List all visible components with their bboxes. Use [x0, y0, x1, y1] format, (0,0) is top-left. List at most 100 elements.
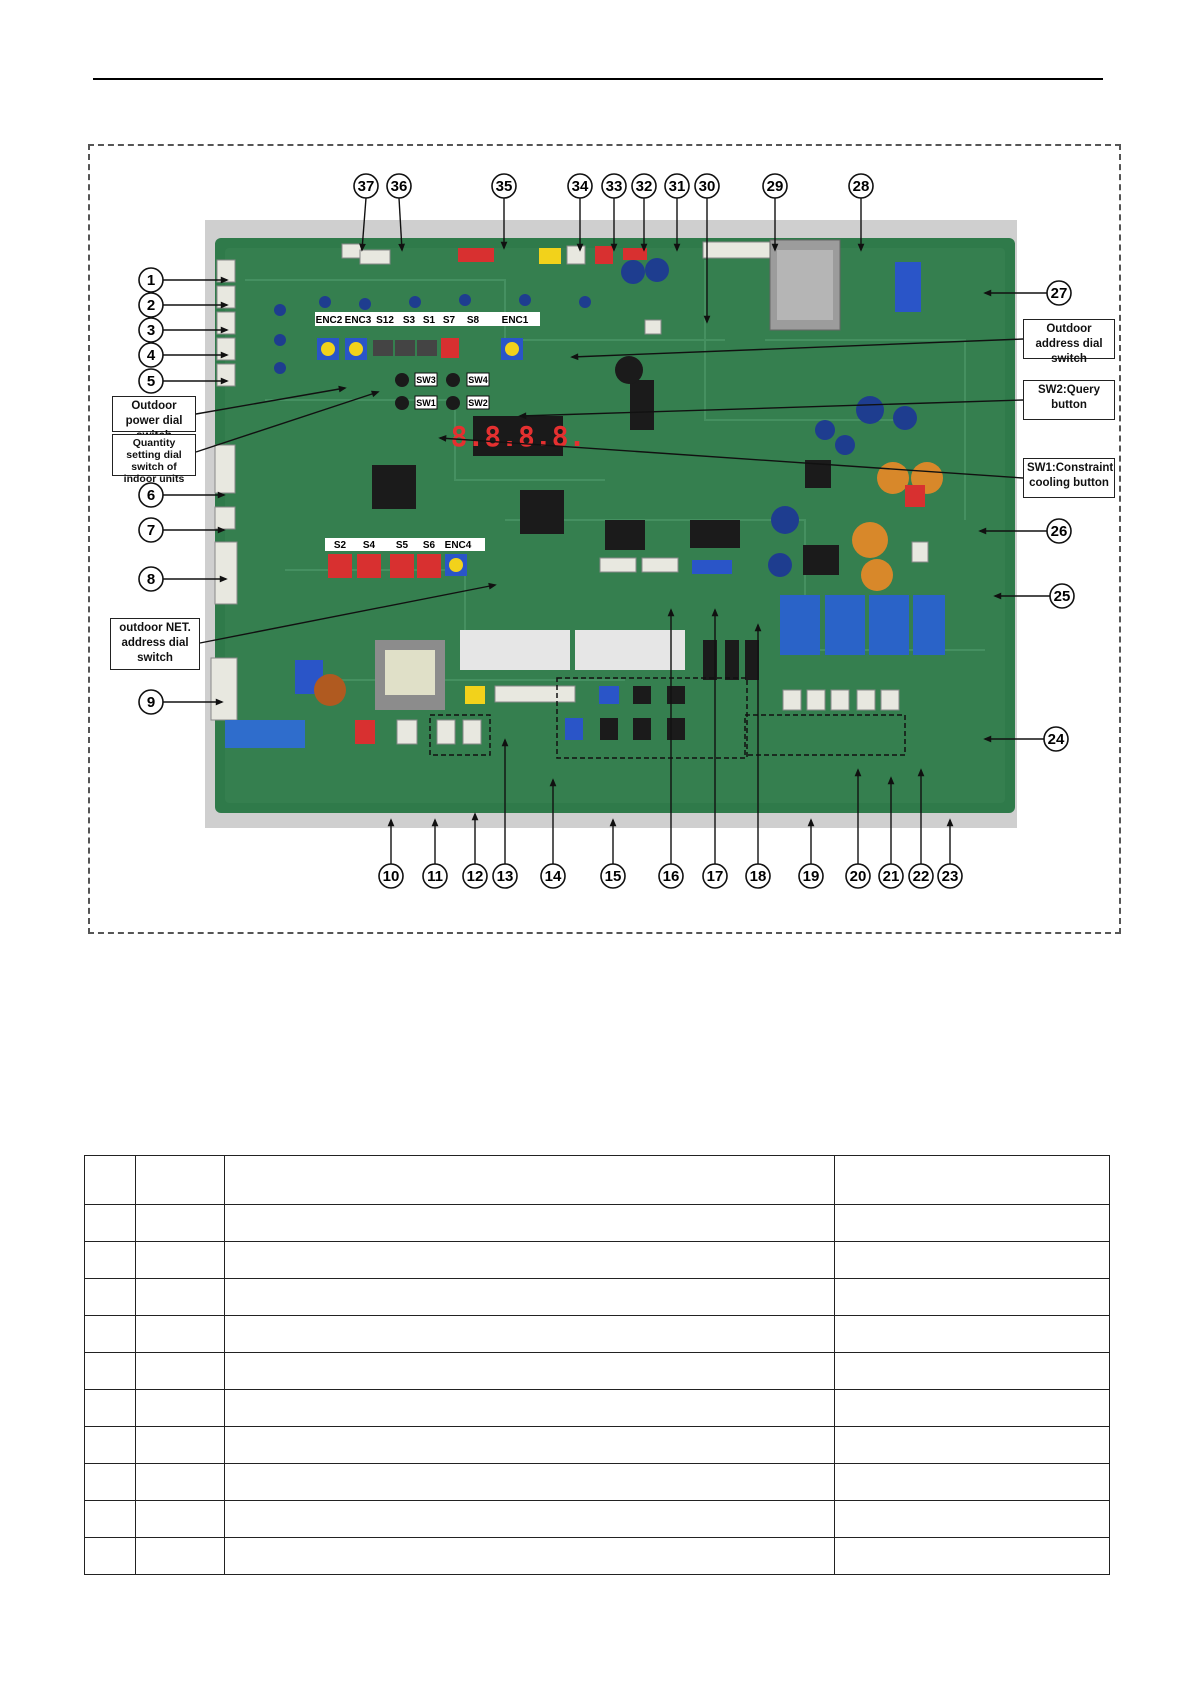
label-s5: S5: [396, 540, 409, 551]
callout-right-25: 25: [1049, 583, 1075, 609]
label-sw3: SW3: [416, 375, 436, 385]
svg-text:26: 26: [1051, 523, 1068, 540]
svg-text:18: 18: [750, 868, 767, 885]
svg-text:21: 21: [883, 868, 900, 885]
callout-bottom-22: 22: [908, 863, 934, 889]
callout-bottom-14: 14: [540, 863, 566, 889]
callout-right-27: 27: [1046, 280, 1072, 306]
label-enc2: ENC2: [316, 315, 343, 326]
table-cell: [834, 1241, 1110, 1279]
table-row: [84, 1278, 1110, 1316]
callout-bottom-21: 21: [878, 863, 904, 889]
svg-text:30: 30: [699, 178, 716, 195]
table-cell: [134, 1352, 226, 1390]
callout-top-31: 31: [664, 173, 690, 199]
callout-left-5: 5: [138, 368, 164, 394]
annotation-outdoor-address: Outdoor address dial switch: [1023, 319, 1115, 365]
annotation-quantity-setting: Quantity setting dial switch of indoor u…: [112, 434, 196, 485]
callout-bottom-15: 15: [600, 863, 626, 889]
svg-text:3: 3: [147, 322, 155, 339]
table-cell: [224, 1389, 836, 1427]
table-cell: [834, 1352, 1110, 1390]
callout-bottom-18: 18: [745, 863, 771, 889]
callout-top-37: 37: [353, 173, 379, 199]
svg-text:29: 29: [767, 178, 784, 195]
table-cell: [224, 1537, 836, 1575]
svg-text:11: 11: [427, 868, 443, 885]
table-cell: [224, 1426, 836, 1464]
label-sw2: SW2: [468, 398, 488, 408]
label-s6: S6: [423, 540, 436, 551]
table-cell: [224, 1352, 836, 1390]
table-cell: [834, 1463, 1110, 1501]
callout-bottom-23: 23: [937, 863, 963, 889]
svg-text:1: 1: [147, 272, 155, 289]
svg-text:28: 28: [853, 178, 870, 195]
callout-bottom-20: 20: [845, 863, 871, 889]
table-row: [84, 1315, 1110, 1353]
svg-text:32: 32: [636, 178, 653, 195]
table-cell: [834, 1389, 1110, 1427]
table-cell: [224, 1315, 836, 1353]
svg-text:5: 5: [147, 373, 155, 390]
table-row: [84, 1463, 1110, 1501]
table-row: [84, 1537, 1110, 1575]
table-cell: [134, 1500, 226, 1538]
table-cell: [84, 1278, 136, 1316]
label-sw1: SW1: [416, 398, 436, 408]
svg-text:23: 23: [942, 868, 959, 885]
svg-text:36: 36: [391, 178, 408, 195]
table-cell: [834, 1500, 1110, 1538]
table-row: [84, 1241, 1110, 1279]
table-cell: [84, 1155, 136, 1205]
callout-top-35: 35: [491, 173, 517, 199]
svg-text:25: 25: [1054, 588, 1071, 605]
callout-bottom-19: 19: [798, 863, 824, 889]
annotation-sw2-query: SW2:Query button: [1023, 380, 1115, 420]
callout-left-8: 8: [138, 566, 164, 592]
table-cell: [834, 1204, 1110, 1242]
callout-left-7: 7: [138, 517, 164, 543]
callout-right-24: 24: [1043, 726, 1069, 752]
header-rule: [93, 78, 1103, 80]
table-cell: [834, 1426, 1110, 1464]
callout-left-2: 2: [138, 292, 164, 318]
table-cell: [134, 1389, 226, 1427]
callout-top-29: 29: [762, 173, 788, 199]
table-row: [84, 1500, 1110, 1538]
label-s2: S2: [334, 540, 347, 551]
callout-top-36: 36: [386, 173, 412, 199]
table-cell: [134, 1537, 226, 1575]
table-cell: [84, 1389, 136, 1427]
callout-top-33: 33: [601, 173, 627, 199]
callout-top-32: 32: [631, 173, 657, 199]
figure-frame: [88, 144, 1121, 934]
callout-bottom-10: 10: [378, 863, 404, 889]
table-row: [84, 1352, 1110, 1390]
table-cell: [134, 1426, 226, 1464]
seven-segment-display: 8.8.8.8.: [451, 420, 586, 453]
label-s1: S1: [423, 315, 436, 326]
callout-left-1: 1: [138, 267, 164, 293]
callout-bottom-17: 17: [702, 863, 728, 889]
table-cell: [84, 1315, 136, 1353]
table-cell: [224, 1463, 836, 1501]
table-cell: [834, 1315, 1110, 1353]
table-cell: [84, 1352, 136, 1390]
label-s8: S8: [467, 315, 480, 326]
svg-text:7: 7: [147, 522, 155, 539]
callout-right-26: 26: [1046, 518, 1072, 544]
svg-text:9: 9: [147, 694, 155, 711]
svg-text:20: 20: [850, 868, 867, 885]
svg-text:34: 34: [572, 178, 589, 195]
callout-bottom-13: 13: [492, 863, 518, 889]
label-s7: S7: [443, 315, 456, 326]
svg-text:2: 2: [147, 297, 155, 314]
table-cell: [134, 1278, 226, 1316]
table-cell: [224, 1278, 836, 1316]
pcb-board-image: 8.8.8.8.: [205, 220, 1017, 828]
callout-bottom-11: 11: [422, 863, 448, 889]
svg-text:13: 13: [497, 868, 514, 885]
svg-text:4: 4: [147, 347, 156, 364]
